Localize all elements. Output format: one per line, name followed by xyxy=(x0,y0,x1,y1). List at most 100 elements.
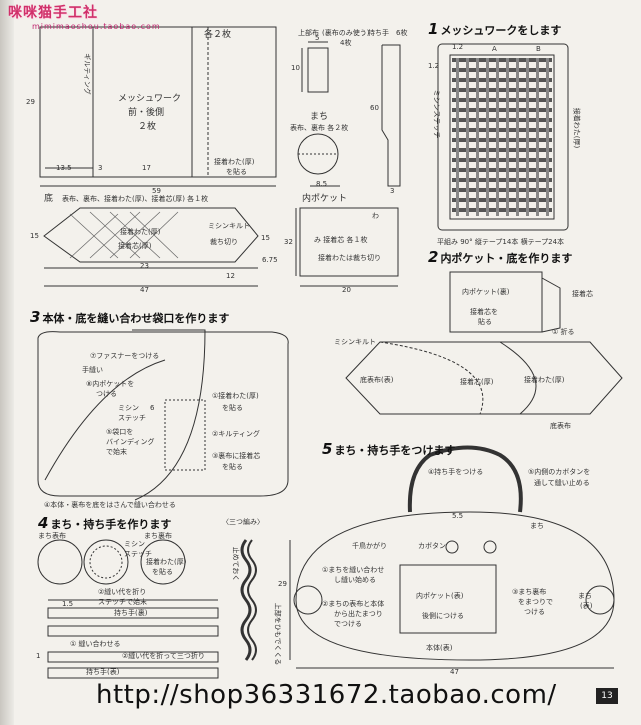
mesh-label: メッシュワーク xyxy=(118,94,182,104)
inner-pocket-count: み 接着芯 各１枚 xyxy=(314,236,368,244)
step4-gusset-back: まち裏布 xyxy=(144,532,172,540)
step1-number: 1 xyxy=(428,20,439,38)
mesh-dim-1-2b: 1.2 xyxy=(428,62,440,70)
bottom-title: 底 xyxy=(44,194,54,204)
step5-side-1: ③まち裏布 xyxy=(512,588,547,596)
inner-pocket-title: 内ポケット xyxy=(302,194,348,204)
step2-mishin: ミシンキルト xyxy=(334,338,376,346)
gusset-circle-back xyxy=(83,539,129,585)
step5-sew-4: から出たまつり xyxy=(334,610,383,618)
step4-title: まち・持ち手を作ります xyxy=(50,518,172,531)
step5-side-3: つける xyxy=(524,608,545,616)
quilting-label: ギルティング xyxy=(82,53,91,95)
step4-mishin-2: ステッチ xyxy=(124,550,152,558)
step5-handle-attach: ④持ち手をつける xyxy=(428,468,484,476)
step3-binding-1: ⑤袋口を xyxy=(106,428,134,436)
shop-logo: 咪咪猫手工社 xyxy=(8,5,98,21)
pocket-on-bag xyxy=(399,564,497,634)
step3-title: 本体・底を縫い合わせ袋口を作ります xyxy=(42,312,230,325)
step3-bottom-note: ④本体・裏布を底をはさんで縫い合わせる xyxy=(44,501,176,509)
inner-pocket-note: 接着わたは裁ち切り xyxy=(318,254,381,262)
mesh-count: ２枚 xyxy=(138,122,157,132)
bottom-pad-2: 接着芯(厚) xyxy=(118,242,152,250)
step3-dim-6: 6 xyxy=(150,404,155,412)
step5-lining-1: ⑤内側のカボタンを xyxy=(528,468,591,476)
step3-pad-1: ①接着わた(厚) xyxy=(212,392,259,400)
step4-braid-title: 〈三つ編み〉 xyxy=(222,518,264,526)
step3-stitch-2: ステッチ xyxy=(118,414,146,422)
mesh-weave xyxy=(452,58,552,212)
step2-number: 2 xyxy=(428,248,439,266)
dim-12: 12 xyxy=(226,272,235,280)
step4-dim-1: 1 xyxy=(36,652,41,660)
step4-fold-1: ②縫い代を折り xyxy=(98,588,147,596)
mesh-stitch-label: ミシンステッチ xyxy=(432,89,441,139)
gusset-circle-front xyxy=(37,539,83,585)
dim-3b: 3 xyxy=(390,187,395,195)
top-fabric-sub: (裏布のみ使う) xyxy=(322,29,370,37)
step5-sew-1: ①まちを縫い合わせ xyxy=(322,566,385,574)
step3-lining-1: ③裏布に接着芯 xyxy=(212,452,261,460)
step2-pocket-note-2: 貼る xyxy=(478,318,492,326)
dim-23: 23 xyxy=(140,262,149,270)
step3-pocket-2: つける xyxy=(96,390,117,398)
dim-height: 29 xyxy=(26,98,35,106)
step3-body-outline xyxy=(37,331,289,497)
step4-fold-2: ステッチで始末 xyxy=(98,598,147,606)
step5-gusset-right-2: (表) xyxy=(580,602,593,610)
handle-strip-3 xyxy=(47,651,219,663)
shop-logo-url: mimimaoshou.taobao.com xyxy=(32,22,161,31)
step4-handle-front: 持ち手(表) xyxy=(86,668,120,676)
step5-sew-3: ②まちの表布と本体 xyxy=(322,600,385,608)
bottom-sub: 表布、裏布、接着わた(厚)、接着芯(厚) 各１枚 xyxy=(62,195,209,203)
mesh-frame xyxy=(437,43,569,231)
mesh-b-label: B xyxy=(536,45,541,53)
mesh-caption: 平組み 90° 縦テープ14本 横テープ24本 xyxy=(437,238,565,246)
step3-hand-sew: 手縫い xyxy=(82,366,103,374)
step3-binding-2: バインディング xyxy=(106,438,155,446)
dim-15: 15 xyxy=(30,232,39,240)
binding-gutter xyxy=(0,0,14,725)
step2-bottom-cloth: 底表布 xyxy=(550,422,571,430)
pad-note-1: 接着わた(厚) xyxy=(214,158,255,166)
step3-pad-2: を貼る xyxy=(222,404,243,412)
step4-number: 4 xyxy=(38,514,49,532)
handle-count: 6枚 xyxy=(396,29,408,37)
step2-bottom-front: 底表布(表) xyxy=(360,376,394,384)
bottom-cut: 裁ち切り xyxy=(210,238,238,246)
mesh-a-label: A xyxy=(492,45,497,53)
braid xyxy=(240,539,252,661)
step4-handle-sew: ① 縫い合わせる xyxy=(70,640,121,648)
step4-pad-1: 接着わた(厚) xyxy=(146,558,187,566)
step5-number: 5 xyxy=(322,440,333,458)
dim-59: 59 xyxy=(152,187,161,195)
step3-quilt: ②キルティング xyxy=(212,430,260,438)
step5-pocket-front: 内ポケット(表) xyxy=(416,592,464,600)
step5-sew-5: でつける xyxy=(334,620,362,628)
bottom-pattern-outline xyxy=(43,207,259,263)
step5-dim-5-5: 5.5 xyxy=(452,512,464,520)
step5-title: まち・持ち手をつけます xyxy=(334,444,456,457)
step4-gusset-front: まち表布 xyxy=(38,532,66,540)
step5-button: カボタン xyxy=(418,542,446,550)
step2-pad-a: 接着芯(厚) xyxy=(460,378,494,386)
dim-10: 10 xyxy=(291,64,300,72)
step2-pocket-note-1: 接着芯を xyxy=(470,308,498,316)
handle-label: 持ち手 xyxy=(368,29,389,37)
dim-32: 32 xyxy=(284,238,293,246)
finished-bag-outline xyxy=(295,511,615,661)
step2-pocket-label: 内ポケット(裏) xyxy=(462,288,510,296)
top-fabric-count: 4枚 xyxy=(340,39,352,47)
step3-binding-3: で始末 xyxy=(106,448,127,456)
main-pattern-title: 各２枚 xyxy=(204,30,232,40)
step2-title: 内ポケット・底を作ります xyxy=(440,252,573,265)
step3-number: 3 xyxy=(30,308,41,326)
step5-body-front: 本体(表) xyxy=(426,644,453,652)
page-number: 13 xyxy=(596,688,618,704)
step5-dim-47: 47 xyxy=(450,668,459,676)
dim-8-5: 8.5 xyxy=(316,180,328,188)
